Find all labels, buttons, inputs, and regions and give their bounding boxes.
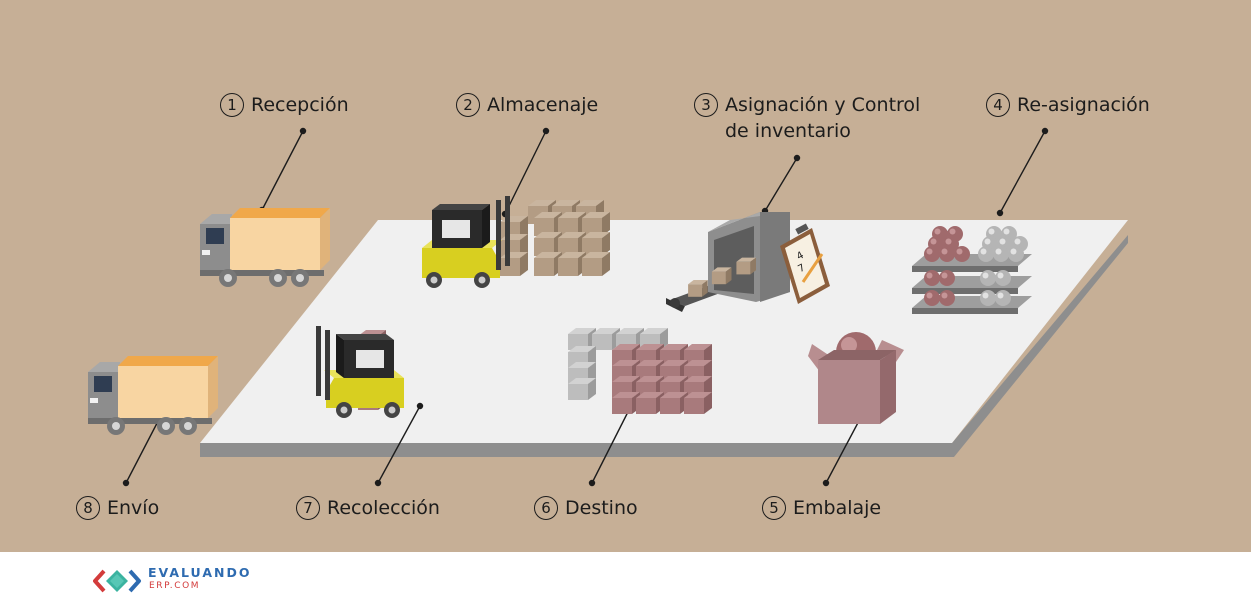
step-text-2: Almacenaje: [487, 94, 599, 116]
step-number-7: 7: [296, 496, 320, 520]
step-text-3: Asignación y Control de inventario: [725, 94, 921, 142]
clipboard-digit-2: 7: [796, 262, 807, 275]
forklift-storage: [422, 196, 510, 288]
step-text-1: Recepción: [251, 94, 349, 116]
step-label-3: 3 Asignación y Control de inventario: [694, 92, 940, 144]
step-label-2: 2 Almacenaje: [456, 92, 598, 118]
brown-box-pallet: [528, 200, 610, 276]
step-text-6: Destino: [565, 497, 638, 519]
footer: [0, 552, 1251, 608]
clipboard-digit-1: 4: [795, 250, 806, 263]
leader-dot-1: [299, 127, 307, 135]
leader-dot-2: [542, 127, 550, 135]
warehouse-illustration: 4 7: [88, 127, 1128, 487]
step-text-5: Embalaje: [793, 497, 882, 519]
leader-dot-7: [416, 402, 424, 410]
step-label-5: 5 Embalaje: [762, 495, 881, 521]
forklift-picking: [316, 326, 404, 418]
leader-line-1: [261, 130, 304, 211]
step-number-6: 6: [534, 496, 558, 520]
step-label-4: 4 Re-asignación: [986, 92, 1150, 118]
step-label-7: 7 Recolección: [296, 495, 440, 521]
truck-reception: [200, 208, 330, 287]
clipboard-icon: 4 7: [780, 223, 830, 304]
step-number-8: 8: [76, 496, 100, 520]
brand-domain[interactable]: ERP.COM: [149, 581, 201, 591]
leader-dot-4: [1041, 127, 1049, 135]
step-label-1: 1 Recepción: [220, 92, 349, 118]
step-text-8: Envío: [107, 497, 160, 519]
truck-shipping: [88, 356, 218, 435]
leader-line-2: [504, 130, 547, 215]
leader-line-4: [999, 130, 1046, 214]
step-number-2: 2: [456, 93, 480, 117]
step-number-1: 1: [220, 93, 244, 117]
step-number-4: 4: [986, 93, 1010, 117]
step-number-3: 3: [694, 93, 718, 117]
reassignment-shelves: [912, 226, 1032, 314]
step-text-7: Recolección: [327, 497, 440, 519]
leader-dot-3: [793, 154, 801, 162]
inventory-control-station: 4 7: [666, 212, 830, 312]
picking-forklift-group: [316, 326, 404, 418]
leader-line-7: [377, 405, 421, 484]
step-label-6: 6 Destino: [534, 495, 638, 521]
brand-logo-icon[interactable]: [92, 568, 142, 594]
step-number-5: 5: [762, 496, 786, 520]
step-label-8: 8 Envío: [76, 495, 159, 521]
leader-line-6: [591, 401, 634, 484]
brand-name[interactable]: EVALUANDO: [148, 565, 252, 580]
warehouse-scene: 4 7: [0, 0, 1251, 552]
step-text-4: Re-asignación: [1017, 94, 1150, 116]
leader-line-3: [764, 157, 798, 212]
packing-box: [808, 332, 904, 424]
